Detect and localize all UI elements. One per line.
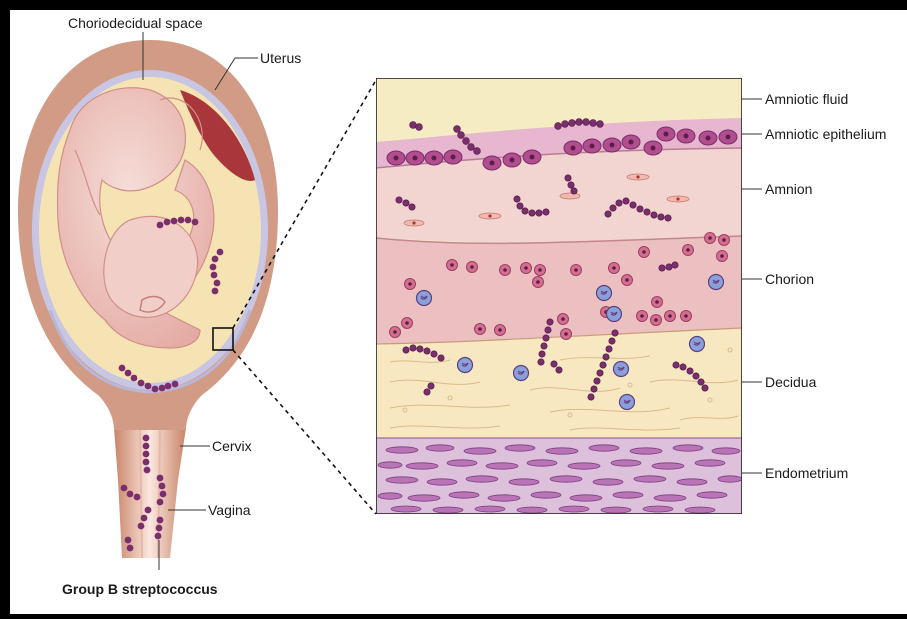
label-amnion: Amnion xyxy=(765,181,812,197)
label-endometrium: Endometrium xyxy=(765,465,848,481)
label-chorion: Chorion xyxy=(765,271,814,287)
label-group-b-streptococcus: Group B streptococcus xyxy=(62,581,218,597)
label-vagina: Vagina xyxy=(208,502,251,518)
label-amniotic-epithelium: Amniotic epithelium xyxy=(765,126,886,142)
label-amniotic-fluid: Amniotic fluid xyxy=(765,91,848,107)
label-uterus: Uterus xyxy=(260,50,301,66)
label-choriodecidual-space: Choriodecidual space xyxy=(68,15,203,31)
magnified-panel xyxy=(376,78,742,514)
label-decidua: Decidua xyxy=(765,374,816,390)
layer-leader-lines xyxy=(742,99,762,473)
label-cervix: Cervix xyxy=(212,438,252,454)
cervix-canal xyxy=(114,428,186,558)
zoom-line-bottom xyxy=(233,350,376,514)
uterus-diagram xyxy=(18,40,278,558)
figure-frame: Choriodecidual space Uterus Cervix Vagin… xyxy=(10,10,907,614)
